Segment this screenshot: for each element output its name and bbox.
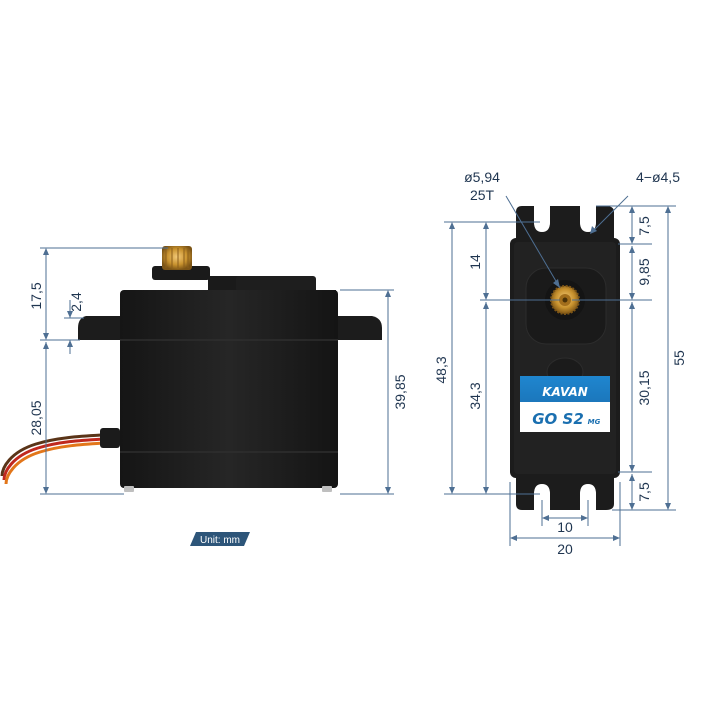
dim-bottom-tab: 7,5 — [636, 482, 652, 502]
dim-shaft-from-body-top: 9,85 — [636, 258, 652, 285]
brand-name: KAVAN — [542, 385, 588, 399]
servo-wires — [0, 428, 120, 485]
dim-body-width: 20 — [557, 541, 573, 557]
dim-shaft-to-body-bottom: 30,15 — [636, 370, 652, 405]
dim-top-offset: 17,5 — [28, 282, 44, 309]
unit-badge: Unit: mm — [190, 532, 250, 546]
dim-spline-diameter: ø5,94 — [464, 169, 500, 185]
front-view: KAVAN GO S2 MG ø5,94 25T 4−ø4,5 — [433, 169, 687, 557]
servo-body-side — [120, 290, 338, 488]
side-right-dimensions: 39,85 — [340, 289, 408, 495]
output-spline-gear-front — [545, 280, 585, 320]
unit-badge-label: Unit: mm — [200, 535, 240, 546]
side-view: 17,5 2,4 28,05 39,85 — [0, 246, 408, 495]
side-left-dimensions: 17,5 2,4 28,05 — [28, 247, 168, 495]
front-left-dimensions: 48,3 14 34,3 — [433, 221, 560, 495]
dim-flange-thickness: 2,4 — [68, 292, 84, 312]
dim-total-length: 55 — [671, 350, 687, 366]
dim-total-height: 39,85 — [392, 374, 408, 409]
dim-hole-to-hole: 48,3 — [433, 356, 449, 383]
hole-leader — [591, 195, 629, 233]
output-spline-gear-side — [162, 246, 192, 270]
left-mount-flange — [78, 316, 122, 340]
dim-hole-spacing: 10 — [557, 519, 573, 535]
dim-shaft-to-upper-hole: 14 — [467, 254, 483, 270]
dim-spline-teeth: 25T — [470, 187, 495, 203]
front-right-dimensions: 7,5 9,85 30,15 7,5 55 — [572, 205, 687, 511]
front-bottom-dimensions: 10 20 — [509, 482, 621, 557]
spline-leader — [505, 195, 561, 289]
dim-lower-height: 28,05 — [28, 400, 44, 435]
brand-label-panel: KAVAN GO S2 MG — [520, 376, 610, 432]
dim-mount-holes: 4−ø4,5 — [636, 169, 680, 185]
dim-top-tab: 7,5 — [636, 216, 652, 236]
dim-shaft-to-hole: 34,3 — [467, 382, 483, 409]
model-name: GO S2 — [532, 410, 584, 428]
right-mount-flange — [336, 316, 382, 340]
model-suffix: MG — [588, 418, 601, 426]
